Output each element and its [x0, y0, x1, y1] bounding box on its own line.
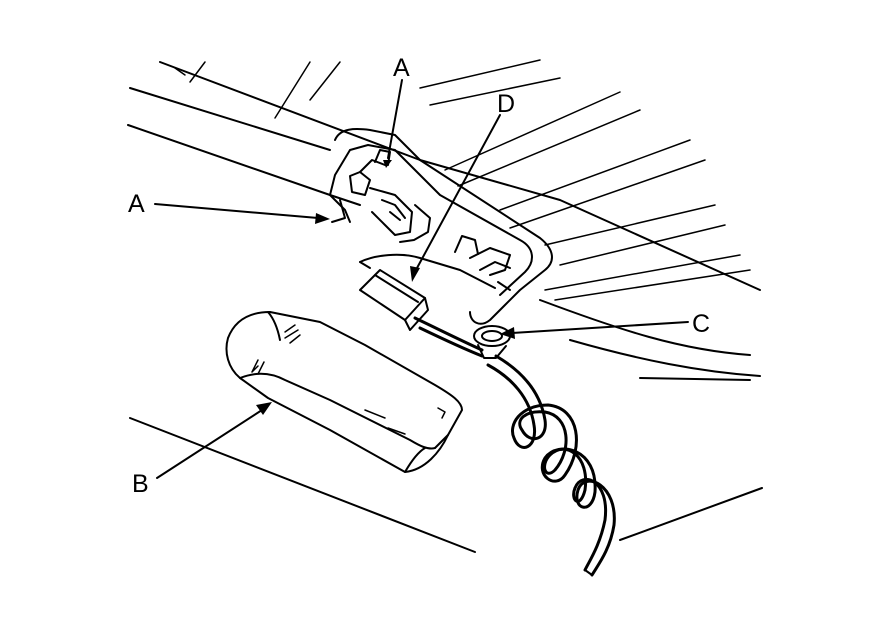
wire-harness: [413, 316, 763, 577]
headliner-edge: [129, 417, 476, 553]
callout-leader-a-left: [154, 203, 330, 224]
callout-leader-b: [156, 402, 272, 479]
grommet-c: [473, 325, 511, 359]
mounting-bracket: [329, 128, 553, 325]
label-a-top: A: [393, 54, 410, 82]
callout-leader-d: [410, 114, 501, 282]
roof-panel-grid: [174, 59, 751, 301]
label-d: D: [497, 90, 515, 118]
cover-b: [225, 311, 463, 473]
roof-contour-lines: [127, 61, 761, 381]
label-c: C: [692, 310, 710, 338]
callout-leader-a-top: [383, 79, 403, 168]
callout-leader-c: [500, 321, 689, 339]
label-b: B: [132, 470, 149, 498]
label-a-left: A: [128, 190, 145, 218]
